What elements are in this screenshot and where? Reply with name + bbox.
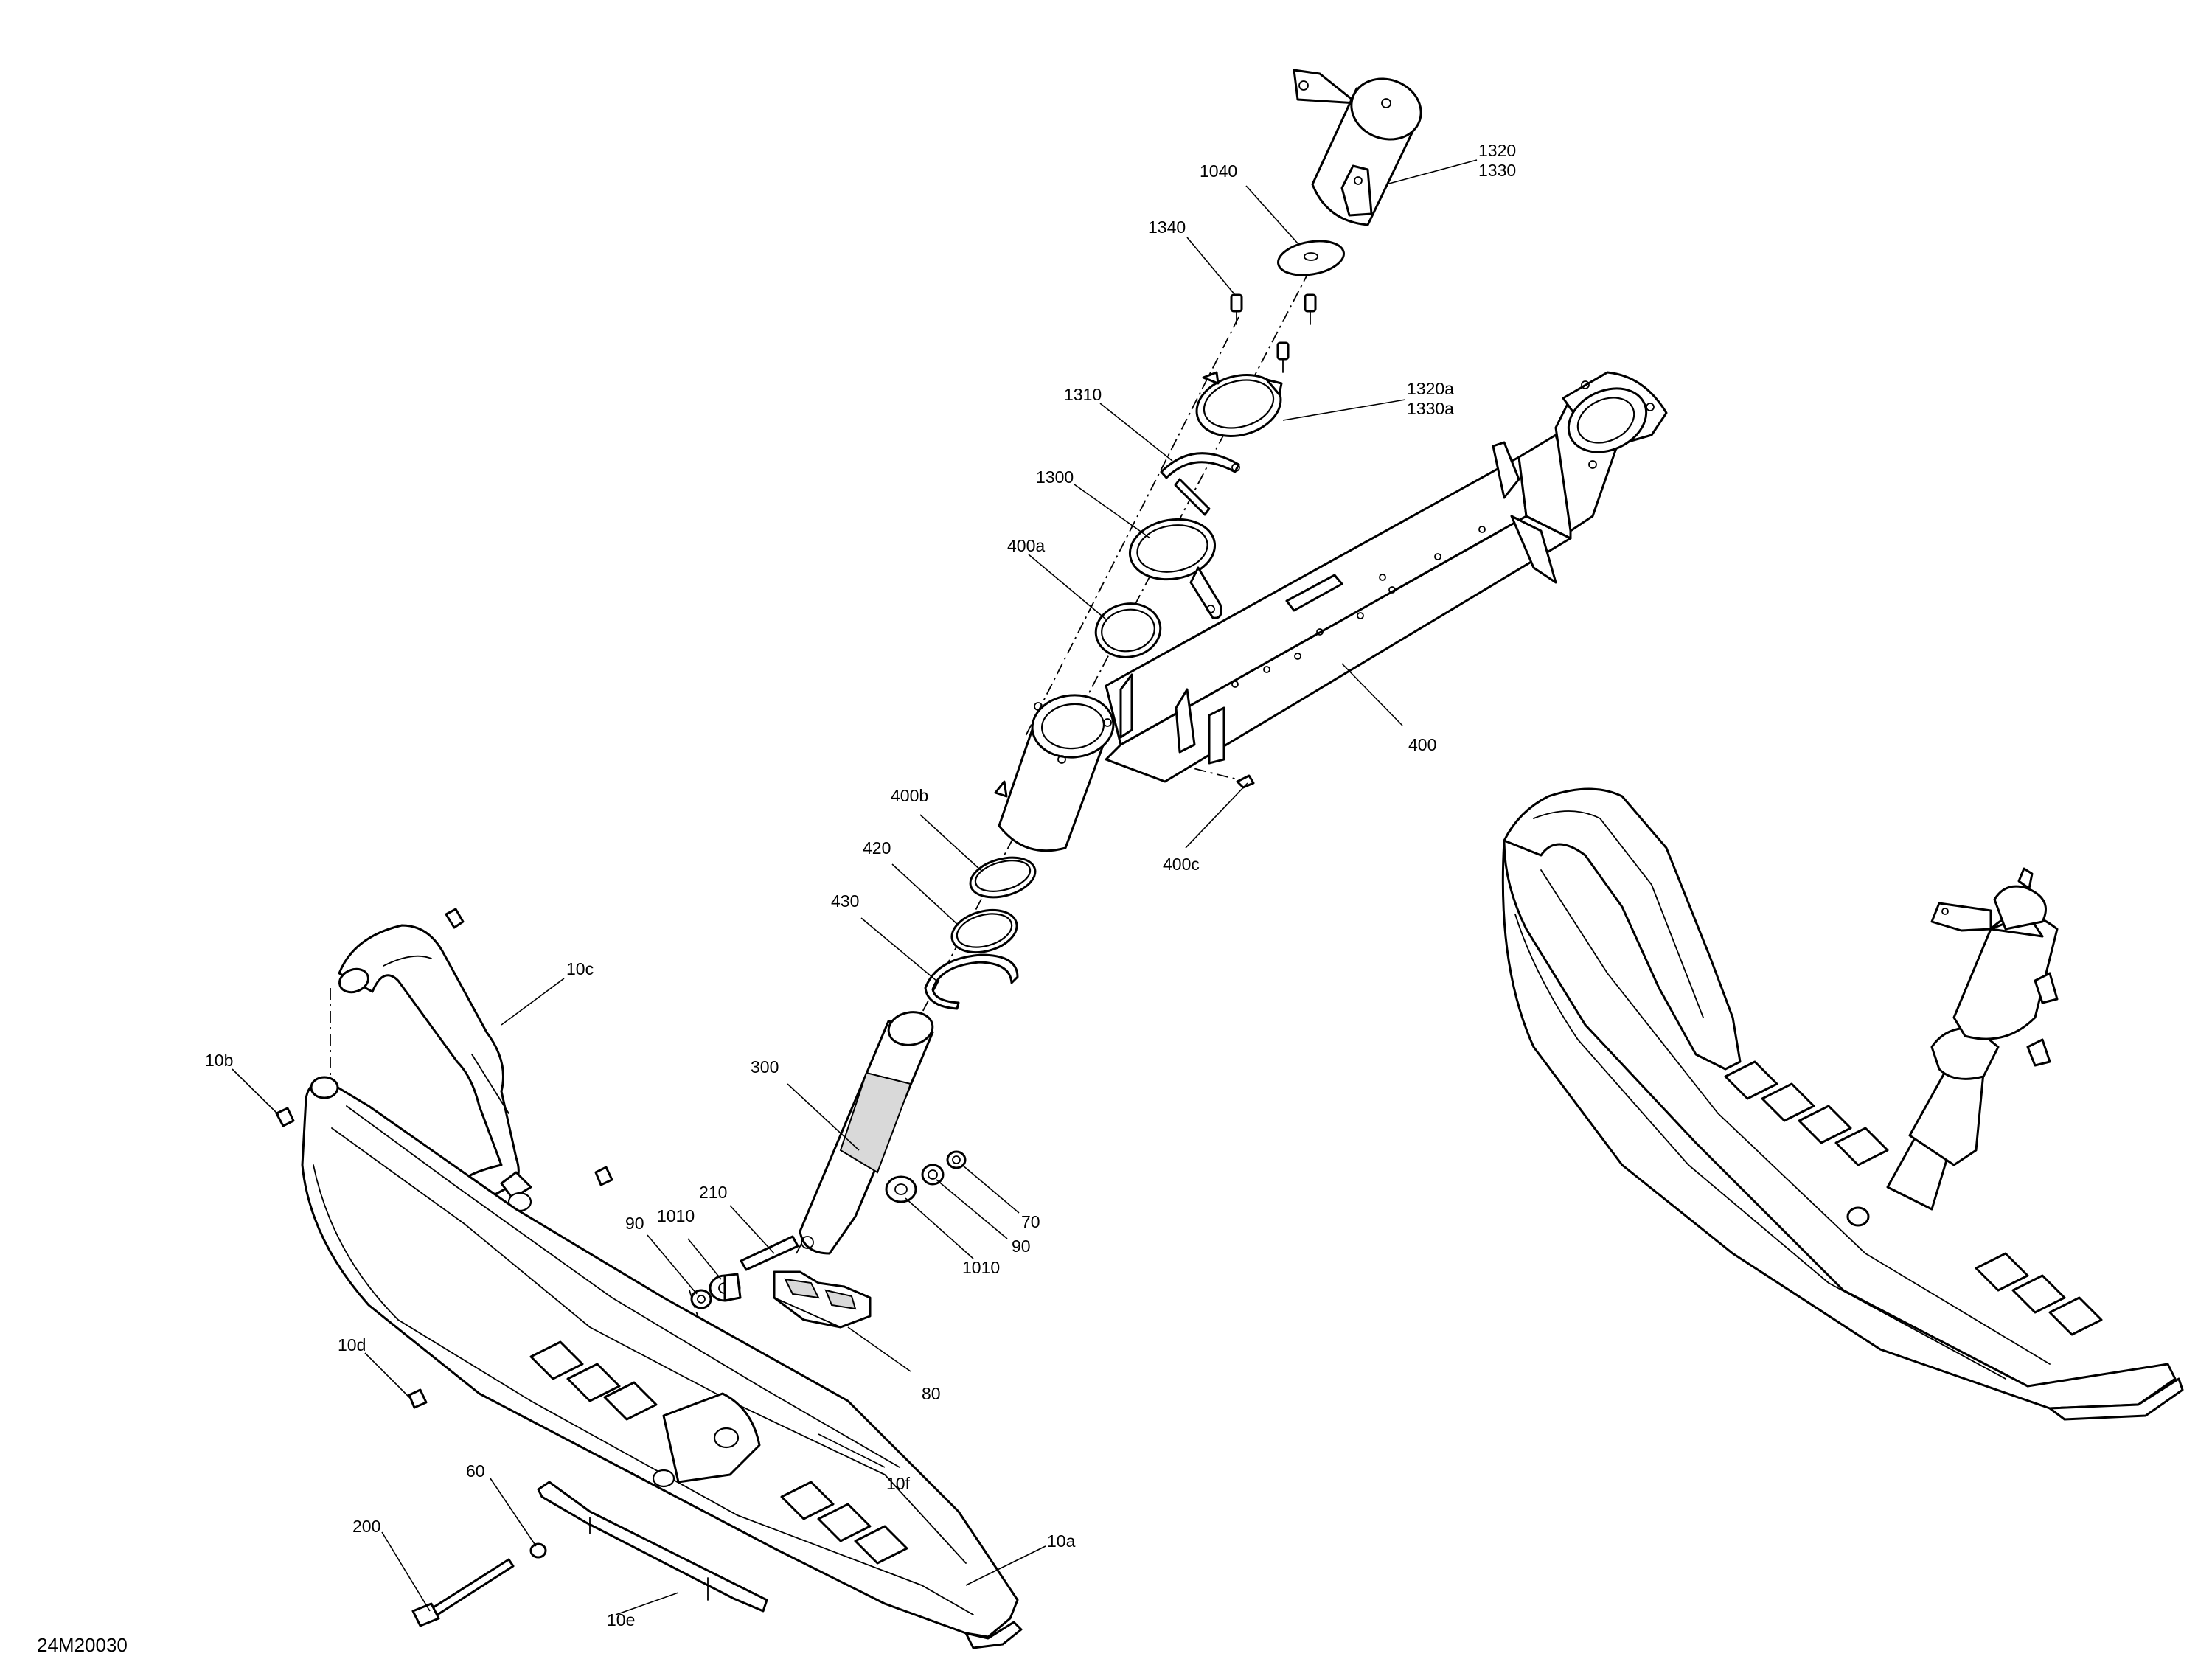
callout-90-right: 90 (1012, 1237, 1031, 1256)
callout-10f: 10f (886, 1474, 911, 1493)
part-1310-clip (1160, 452, 1240, 516)
part-70-nut (946, 1150, 967, 1169)
part-1010-bushing-left (709, 1273, 742, 1302)
part-400-main-beam (1105, 371, 1668, 783)
part-420-ring (950, 908, 1018, 954)
callout-10b: 10b (205, 1051, 233, 1070)
callout-90-left: 90 (625, 1214, 644, 1233)
callout-1330a: 1330a (1407, 399, 1454, 418)
part-1340-bolts (1230, 293, 1317, 373)
part-1300-ring (1128, 518, 1222, 619)
callout-1040: 1040 (1200, 161, 1237, 181)
beam-holes (1231, 526, 1486, 688)
callout-leader-lines (232, 159, 1478, 1615)
callout-1010-right: 1010 (962, 1258, 1000, 1277)
part-10b-bolt (275, 908, 613, 1186)
callout-400b: 400b (891, 786, 928, 805)
part-90-washer-right (921, 1164, 945, 1186)
part-60-washer (529, 1542, 547, 1559)
callout-1310: 1310 (1064, 385, 1102, 404)
part-1320a-clamp-ring (1195, 371, 1283, 437)
callout-10a: 10a (1047, 1531, 1076, 1551)
callout-10e: 10e (607, 1610, 635, 1629)
diagram-code: 24M20030 (37, 1634, 128, 1656)
callout-1320a: 1320a (1407, 379, 1454, 398)
part-10a-ski-left (301, 1076, 1023, 1649)
callout-400: 400 (1408, 735, 1436, 754)
part-10d-bolt (408, 1388, 428, 1409)
callout-10d: 10d (338, 1335, 366, 1354)
part-400a-ring (1094, 602, 1162, 658)
callout-300: 300 (751, 1057, 779, 1077)
callout-420: 420 (863, 838, 891, 858)
callout-1300: 1300 (1036, 467, 1074, 487)
part-400c-bolt (1236, 774, 1255, 789)
callout-labels: 1320 1330 1040 1340 1320a 1330a 1310 130… (37, 141, 1516, 1656)
part-210-pin (740, 1235, 799, 1271)
assembled-ski-right (1501, 787, 2184, 1421)
part-1320-cylinder-cap (1293, 69, 1422, 226)
ski-right-ribs (1724, 1060, 2103, 1336)
callout-60: 60 (466, 1461, 485, 1481)
callout-1340: 1340 (1148, 218, 1186, 237)
callout-80: 80 (922, 1384, 941, 1403)
callout-10c: 10c (566, 959, 594, 978)
part-10c-ski-arm (338, 924, 532, 1223)
part-430-snap-ring (924, 953, 1019, 1010)
callout-200: 200 (352, 1517, 380, 1536)
callout-1330: 1330 (1478, 161, 1516, 180)
part-80-rubber-block (773, 1270, 872, 1329)
callout-210: 210 (699, 1183, 727, 1202)
part-10e-runner (537, 1481, 768, 1613)
part-90-washer-left (690, 1289, 712, 1309)
callout-1320: 1320 (1478, 141, 1516, 160)
callout-400a: 400a (1007, 536, 1045, 555)
callout-400c: 400c (1163, 855, 1200, 874)
part-1010-bushing-right (885, 1175, 917, 1203)
part-200-bolt (411, 1558, 515, 1627)
part-1040-washer (1277, 240, 1345, 276)
part-300-spindle (799, 1011, 934, 1255)
part-400-lower-tube (994, 673, 1133, 852)
ski-left-ribs (529, 1340, 908, 1565)
part-400b-ring (969, 856, 1037, 899)
callout-1010-left: 1010 (657, 1206, 695, 1225)
callout-70: 70 (1021, 1212, 1040, 1231)
callout-430: 430 (831, 891, 859, 911)
